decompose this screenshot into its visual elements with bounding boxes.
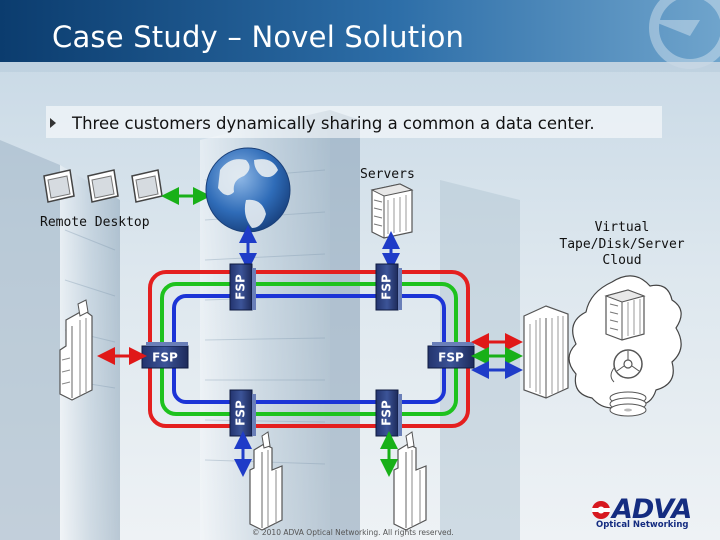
monitor-icon [43,169,75,203]
datacenter-building-icon [523,305,569,399]
bullet-arrow-icon [50,118,56,128]
fsp-label: FSP [438,351,464,365]
adva-logo-tagline: Optical Networking [596,520,689,530]
fsp-label: FSP [380,400,394,426]
bullet-point: Three customers dynamically sharing a co… [50,110,595,136]
building-icon-left [59,299,93,401]
header-band [0,0,720,62]
cloud-server-icon [604,289,646,341]
label-virtual-cloud: Virtual Tape/Disk/Server Cloud [548,220,696,270]
fsp-node-top-right: FSP [375,263,402,311]
label-cloud-line1: Virtual [594,220,650,235]
copyright-footer: © 2010 ADVA Optical Networking. All righ… [252,528,454,537]
globe-icon [205,147,291,233]
tape-reel-icon [610,349,643,383]
fsp-node-bottom-right: FSP [375,389,402,437]
fsp-node-top-left: FSP [229,263,256,311]
label-servers: Servers [360,167,415,182]
bullet-backdrop [46,106,662,138]
disk-stack-icon [609,391,647,417]
label-remote-desktop: Remote Desktop [40,215,150,230]
fsp-node-bottom-left: FSP [229,389,256,437]
monitor-icon [87,169,119,203]
fsp-node-middle-right: FSP [427,342,475,369]
fsp-label: FSP [234,400,248,426]
bullet-text: Three customers dynamically sharing a co… [72,113,595,133]
fsp-label: FSP [234,274,248,300]
monitor-icon [131,169,163,203]
label-cloud-line2: Tape/Disk/Server [559,236,685,252]
slide-title: Case Study – Novel Solution [52,20,465,54]
fsp-node-middle-left: FSP [141,342,189,369]
header-shadow [0,62,720,72]
remote-desktop-computers [43,169,163,203]
server-rack-icon [370,183,414,239]
fsp-label: FSP [152,351,178,365]
adva-logo-text: ADVA [612,494,692,525]
adva-logo-mark [592,501,610,519]
fsp-label: FSP [380,274,394,300]
label-cloud-line3: Cloud [602,253,642,268]
